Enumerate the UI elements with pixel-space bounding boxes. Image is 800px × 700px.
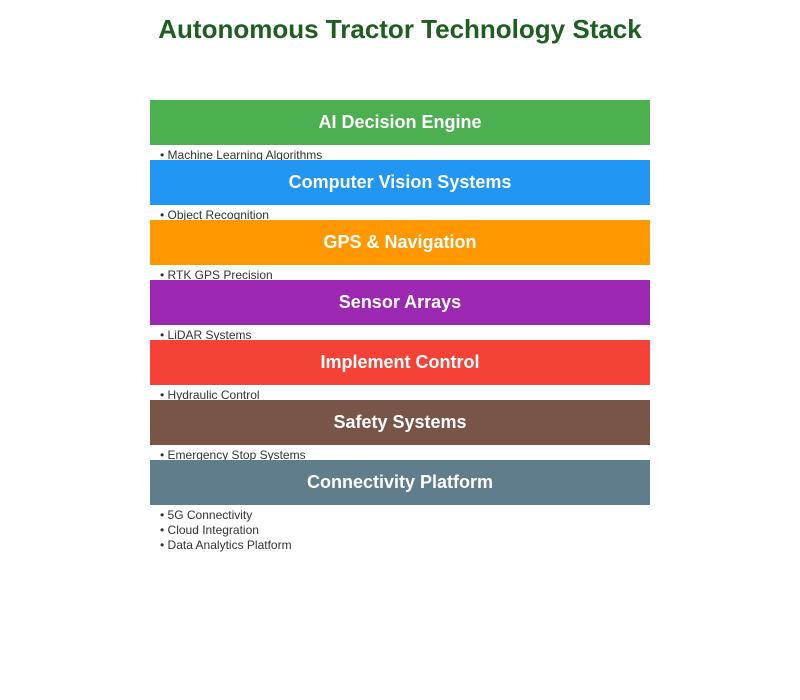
layer-items: • Emergency Stop Systems	[160, 448, 306, 463]
layer-item: • Machine Learning Algorithms	[160, 148, 323, 162]
layer-item: • Cloud Integration	[160, 523, 259, 537]
layer-item: • Hydraulic Control	[160, 388, 260, 402]
diagram-title: Autonomous Tractor Technology Stack	[158, 14, 642, 44]
layer-bar: AI Decision Engine	[150, 100, 650, 145]
layer-item: • RTK GPS Precision	[160, 268, 273, 282]
layer-items: • RTK GPS Precision	[160, 268, 273, 283]
layer-implement-control: • Hydraulic Control Implement Control	[150, 340, 650, 402]
layer-items: • Machine Learning Algorithms	[160, 148, 322, 163]
layer-items: • 5G Connectivity • Cloud Integration • …	[160, 508, 292, 553]
layer-item: • Emergency Stop Systems	[160, 448, 306, 462]
layer-bar: Sensor Arrays	[150, 280, 650, 325]
layer-items: • Object Recognition	[160, 208, 269, 223]
layer-gps-navigation: • RTK GPS Precision GPS & Navigation	[150, 220, 650, 282]
layer-bar: Connectivity Platform	[150, 460, 650, 505]
layer-safety-systems: • Emergency Stop Systems Safety Systems	[150, 400, 650, 462]
layer-item: • LiDAR Systems	[160, 328, 252, 342]
layer-ai-decision-engine: • Machine Learning Algorithms AI Decisio…	[150, 100, 650, 162]
layer-item: • Data Analytics Platform	[160, 538, 292, 552]
layer-sensor-arrays: • LiDAR Systems Sensor Arrays	[150, 280, 650, 342]
layer-bar: Implement Control	[150, 340, 650, 385]
layer-bar: Safety Systems	[150, 400, 650, 445]
layer-connectivity-platform: • 5G Connectivity • Cloud Integration • …	[150, 460, 650, 552]
layer-items: • LiDAR Systems	[160, 328, 252, 343]
layer-bar: GPS & Navigation	[150, 220, 650, 265]
layer-item: • 5G Connectivity	[160, 508, 253, 522]
layer-items: • Hydraulic Control	[160, 388, 260, 403]
layer-bar: Computer Vision Systems	[150, 160, 650, 205]
layer-item: • Object Recognition	[160, 208, 269, 222]
layer-computer-vision-systems: • Object Recognition Computer Vision Sys…	[150, 160, 650, 222]
